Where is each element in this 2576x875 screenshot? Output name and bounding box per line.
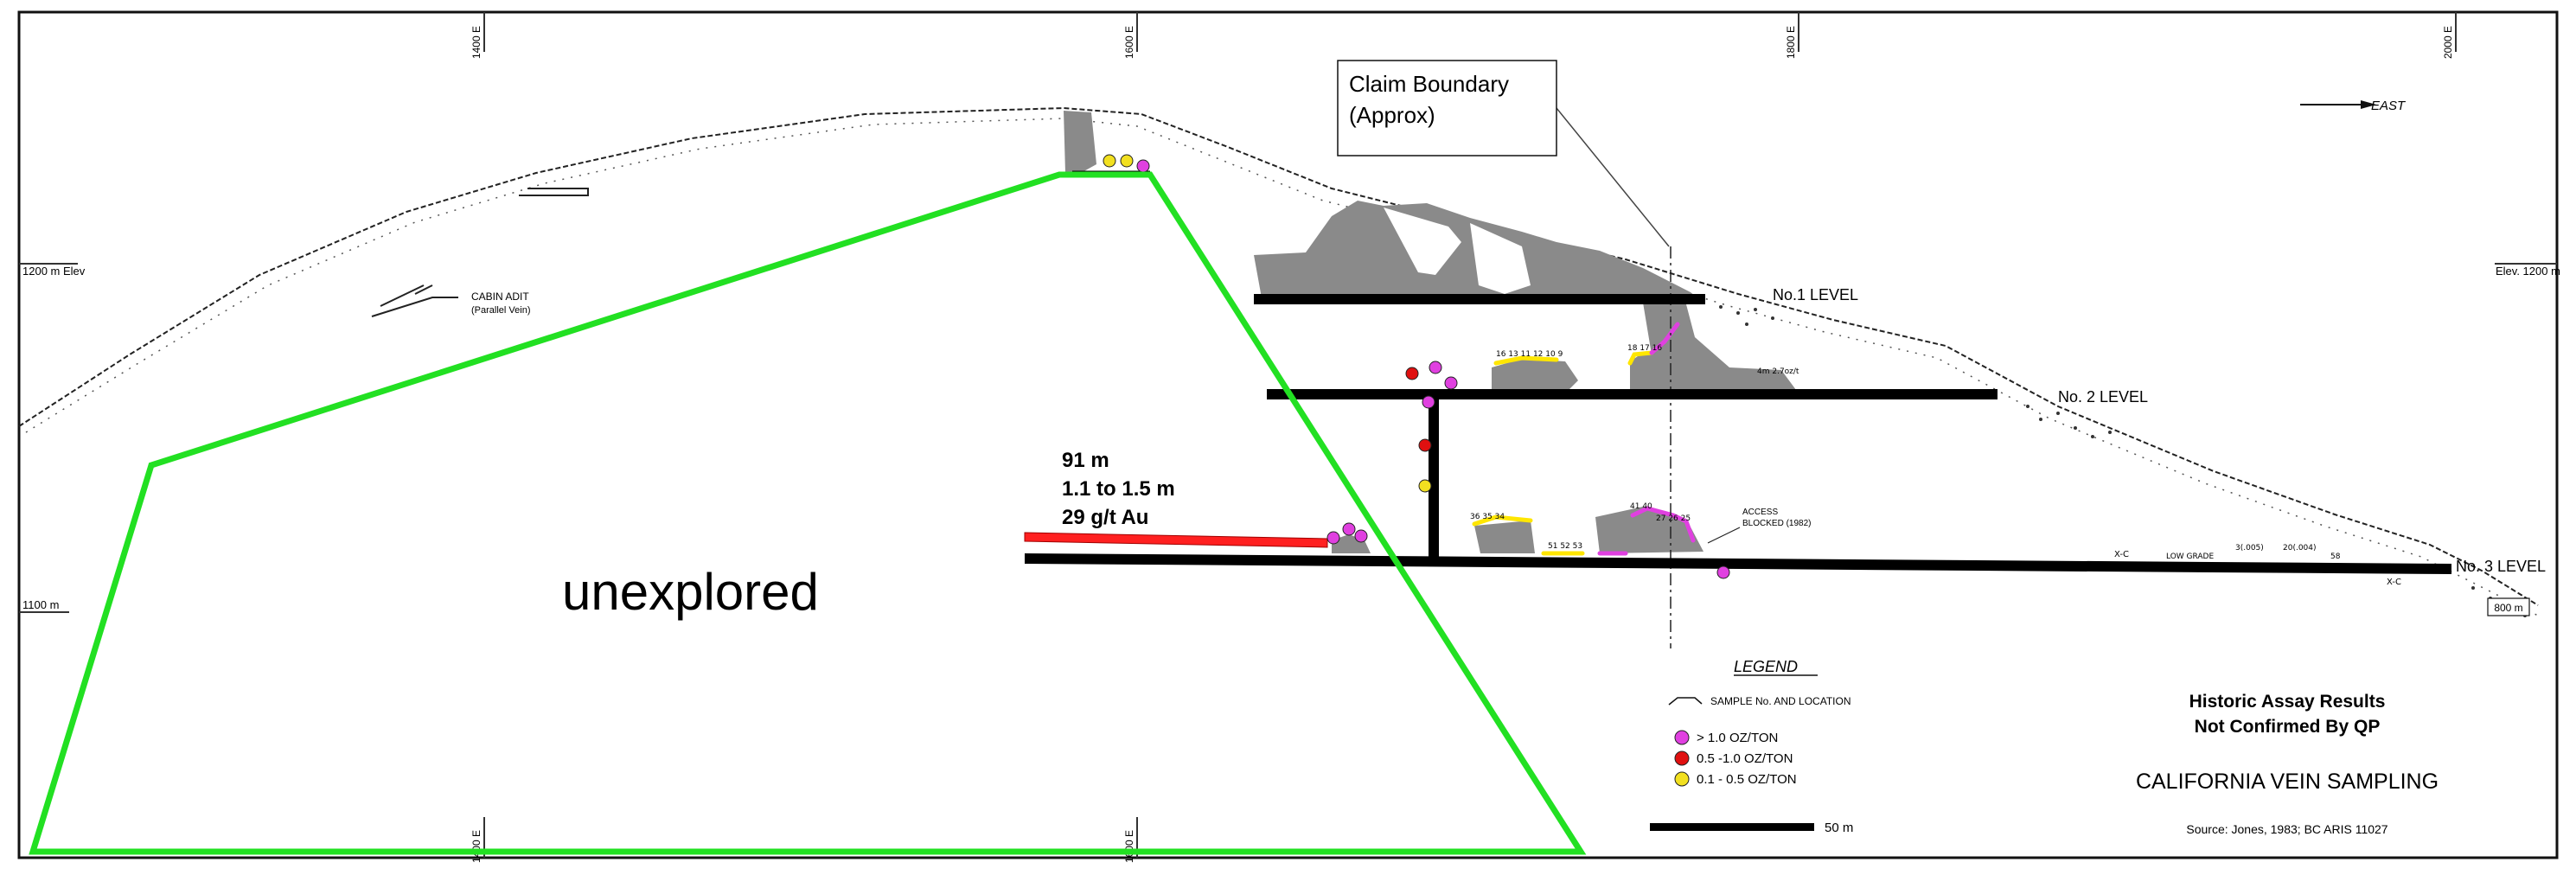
unexplored-zone-outline bbox=[29, 171, 1587, 855]
intercept-bar bbox=[1024, 532, 1328, 548]
elevation-box-800 bbox=[2487, 597, 2530, 616]
grid-label-top-1: 1400 E bbox=[470, 26, 483, 59]
grid-label-top-3: 1800 E bbox=[1785, 26, 1797, 59]
grid-label-top-2: 1600 E bbox=[1123, 26, 1135, 59]
scree-deposit bbox=[1719, 305, 2527, 617]
claim-boundary-label: Claim Boundary bbox=[1349, 71, 1509, 97]
sample-numbers-e: 41 40 bbox=[1630, 502, 1652, 511]
east-arrow bbox=[2300, 100, 2376, 109]
legend: LEGEND SAMPLE No. AND LOCATION > 1.0 OZ/… bbox=[1650, 658, 1853, 835]
level-2-drift bbox=[1267, 389, 1998, 399]
elevation-label-800: 800 m bbox=[2494, 602, 2522, 614]
legend-mid-swatch bbox=[1674, 750, 1690, 766]
stoped-areas bbox=[1064, 111, 1799, 553]
east-arrow-label: EAST bbox=[2371, 99, 2407, 113]
legend-title: LEGEND bbox=[1734, 658, 1798, 675]
disclaimer-line-1: Historic Assay Results bbox=[2189, 692, 2386, 712]
raise-between-levels bbox=[1429, 396, 1439, 559]
sample-numbers-c: 36 35 34 bbox=[1470, 513, 1505, 521]
cabin-adit-label: CABIN ADIT bbox=[471, 291, 529, 303]
level-3-note-1: 3(.005) bbox=[2235, 544, 2264, 552]
drawing-title: CALIFORNIA VEIN SAMPLING bbox=[2136, 770, 2439, 794]
surface-trench bbox=[519, 188, 589, 196]
level-3-note-3: 58 bbox=[2330, 552, 2341, 561]
intercept-length: 91 m bbox=[1062, 449, 1109, 472]
legend-low-swatch bbox=[1674, 771, 1690, 787]
sample-numbers-a: 16 13 11 12 10 9 bbox=[1496, 350, 1563, 359]
access-blocked-leader bbox=[1707, 527, 1741, 544]
legend-low: 0.1 - 0.5 OZ/TON bbox=[1697, 772, 1797, 787]
claim-boundary-leader bbox=[1556, 107, 1670, 247]
sample-traces bbox=[1472, 322, 1696, 556]
legend-high: > 1.0 OZ/TON bbox=[1697, 731, 1778, 745]
claim-boundary-sublabel: (Approx) bbox=[1349, 102, 1435, 128]
sample-numbers-f: 27 26 25 bbox=[1656, 514, 1691, 523]
scale-bar bbox=[1650, 823, 1814, 831]
level-1-drift bbox=[1254, 294, 1705, 304]
level-3-crosscut-label-2: X-C bbox=[2387, 578, 2401, 587]
legend-sample: SAMPLE No. AND LOCATION bbox=[1710, 695, 1851, 707]
access-blocked-sublabel: BLOCKED (1982) bbox=[1742, 519, 1811, 528]
level-3-drift bbox=[1025, 553, 2451, 574]
intercept-width: 1.1 to 1.5 m bbox=[1062, 477, 1175, 501]
elevation-label-left-1200: 1200 m Elev bbox=[22, 265, 86, 278]
ground-surface-hatch bbox=[25, 118, 2539, 616]
level-1-label: No.1 LEVEL bbox=[1773, 286, 1858, 303]
sample-numbers-b: 18 17 16 bbox=[1627, 344, 1662, 353]
claim-boundary-callout bbox=[1337, 60, 1557, 156]
sample-numbers-g: 4m 2.7oz/t bbox=[1757, 367, 1799, 376]
ground-surface bbox=[18, 106, 2539, 606]
level-3-low-grade-label: LOW GRADE bbox=[2166, 552, 2214, 561]
map-frame bbox=[17, 10, 2559, 859]
level-2-label: No. 2 LEVEL bbox=[2058, 388, 2148, 406]
scale-bar-label: 50 m bbox=[1825, 821, 1853, 835]
elevation-label-right-1200: Elev. 1200 m bbox=[2496, 265, 2560, 278]
source-note: Source: Jones, 1983; BC ARIS 11027 bbox=[2186, 822, 2387, 836]
elevation-label-left-1100: 1100 m bbox=[22, 598, 59, 611]
access-blocked-label: ACCESS bbox=[1742, 508, 1778, 517]
unexplored-label: unexplored bbox=[562, 563, 819, 621]
sample-points bbox=[1103, 154, 1730, 579]
disclaimer-line-2: Not Confirmed By QP bbox=[2195, 717, 2381, 737]
legend-high-swatch bbox=[1674, 730, 1690, 745]
cabin-adit-workings bbox=[371, 284, 458, 317]
grid-label-top-4: 2000 E bbox=[2442, 26, 2454, 59]
sample-location-symbol bbox=[1668, 697, 1703, 706]
level-3-crosscut-label: X-C bbox=[2114, 550, 2129, 559]
grid-ticks bbox=[19, 12, 2557, 858]
grid-label-bottom-2: 1600 E bbox=[1123, 830, 1135, 863]
level-3-note-2: 20(.004) bbox=[2283, 544, 2317, 552]
legend-mid: 0.5 -1.0 OZ/TON bbox=[1697, 751, 1793, 766]
grid-label-bottom-1: 1400 E bbox=[470, 830, 483, 863]
intercept-grade: 29 g/t Au bbox=[1062, 506, 1148, 529]
cabin-adit-sublabel: (Parallel Vein) bbox=[471, 305, 530, 316]
level-3-label: No. 3 LEVEL bbox=[2456, 558, 2546, 575]
sample-numbers-d: 51 52 53 bbox=[1548, 542, 1582, 551]
